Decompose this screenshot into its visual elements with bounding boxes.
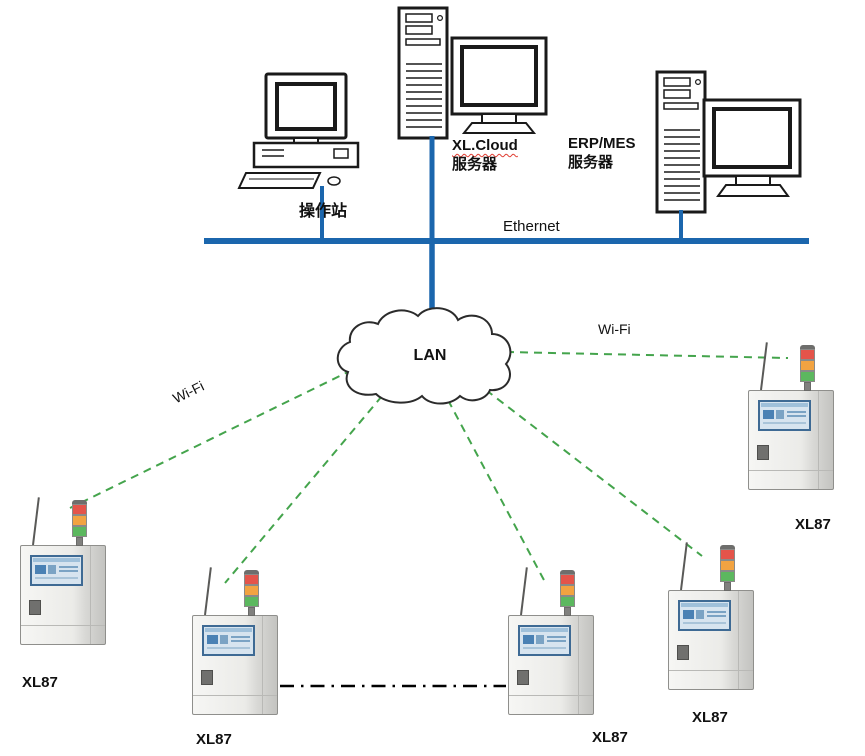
xl87-device — [744, 342, 844, 492]
device-screen — [678, 600, 731, 631]
xl87-label: XL87 — [592, 729, 628, 746]
xlcloud-server-icon — [397, 6, 548, 140]
xl87-device — [504, 567, 604, 717]
stack-light-green — [72, 526, 87, 537]
stack-light-icon — [72, 500, 87, 546]
device-screen — [30, 555, 83, 586]
stack-light-amber — [560, 585, 575, 596]
device-cabinet — [192, 615, 278, 715]
device-cabinet — [748, 390, 834, 490]
xlcloud-server-suffix: 服务器 — [452, 155, 498, 173]
stack-light-icon — [800, 345, 815, 391]
operator-station-label: 操作站 — [299, 203, 348, 220]
wifi-link-device-4 — [485, 389, 703, 557]
stack-light-red — [72, 504, 87, 515]
xl87-device — [664, 542, 764, 692]
device-button — [201, 670, 213, 685]
erp-mes-server-label: ERP/MES 服务器 — [568, 135, 636, 173]
antenna-icon — [32, 497, 40, 546]
stack-light-amber — [72, 515, 87, 526]
xl87-device — [188, 567, 288, 717]
erp-mes-server-icon — [655, 70, 802, 214]
stack-light-green — [244, 596, 259, 607]
erp-mes-server-name: ERP/MES — [568, 135, 636, 152]
stack-light-icon — [560, 570, 575, 616]
antenna-icon — [680, 542, 688, 591]
stack-light-green — [720, 571, 735, 582]
stack-light-amber — [244, 585, 259, 596]
stack-light-green — [560, 596, 575, 607]
stack-light-amber — [720, 560, 735, 571]
stack-light-red — [800, 349, 815, 360]
xlcloud-server-label: XL.Cloud 服务器 — [452, 137, 518, 175]
erp-mes-server-suffix: 服务器 — [568, 153, 614, 171]
stack-light-icon — [720, 545, 735, 591]
wifi-link-device-1 — [69, 369, 353, 509]
antenna-icon — [204, 567, 212, 616]
ethernet-label: Ethernet — [503, 218, 560, 235]
device-screen — [518, 625, 571, 656]
xlcloud-server-name: XL.Cloud — [452, 137, 518, 154]
stack-light-red — [720, 549, 735, 560]
device-button — [517, 670, 529, 685]
wifi-link-device-5 — [505, 351, 789, 359]
stack-light-amber — [800, 360, 815, 371]
xl87-label: XL87 — [692, 709, 728, 726]
xl87-label: XL87 — [196, 731, 232, 748]
device-screen — [202, 625, 255, 656]
wifi-link-device-3 — [447, 399, 546, 583]
operator-station-icon — [237, 72, 360, 189]
device-cabinet — [508, 615, 594, 715]
stack-light-icon — [244, 570, 259, 616]
xl87-device — [16, 497, 116, 647]
antenna-icon — [760, 342, 768, 391]
device-screen — [758, 400, 811, 431]
lan-label: LAN — [413, 347, 447, 364]
device-button — [757, 445, 769, 460]
device-button — [29, 600, 41, 615]
stack-light-red — [244, 574, 259, 585]
device-button — [677, 645, 689, 660]
stack-light-green — [800, 371, 815, 382]
device-cabinet — [20, 545, 106, 645]
device-cabinet — [668, 590, 754, 690]
antenna-icon — [520, 567, 528, 616]
wifi-label-right: Wi-Fi — [598, 321, 631, 337]
xl87-label: XL87 — [795, 516, 831, 533]
lan-cloud-shape — [336, 307, 512, 405]
stack-light-red — [560, 574, 575, 585]
wifi-link-device-2 — [224, 395, 383, 584]
xl87-label: XL87 — [22, 674, 58, 691]
